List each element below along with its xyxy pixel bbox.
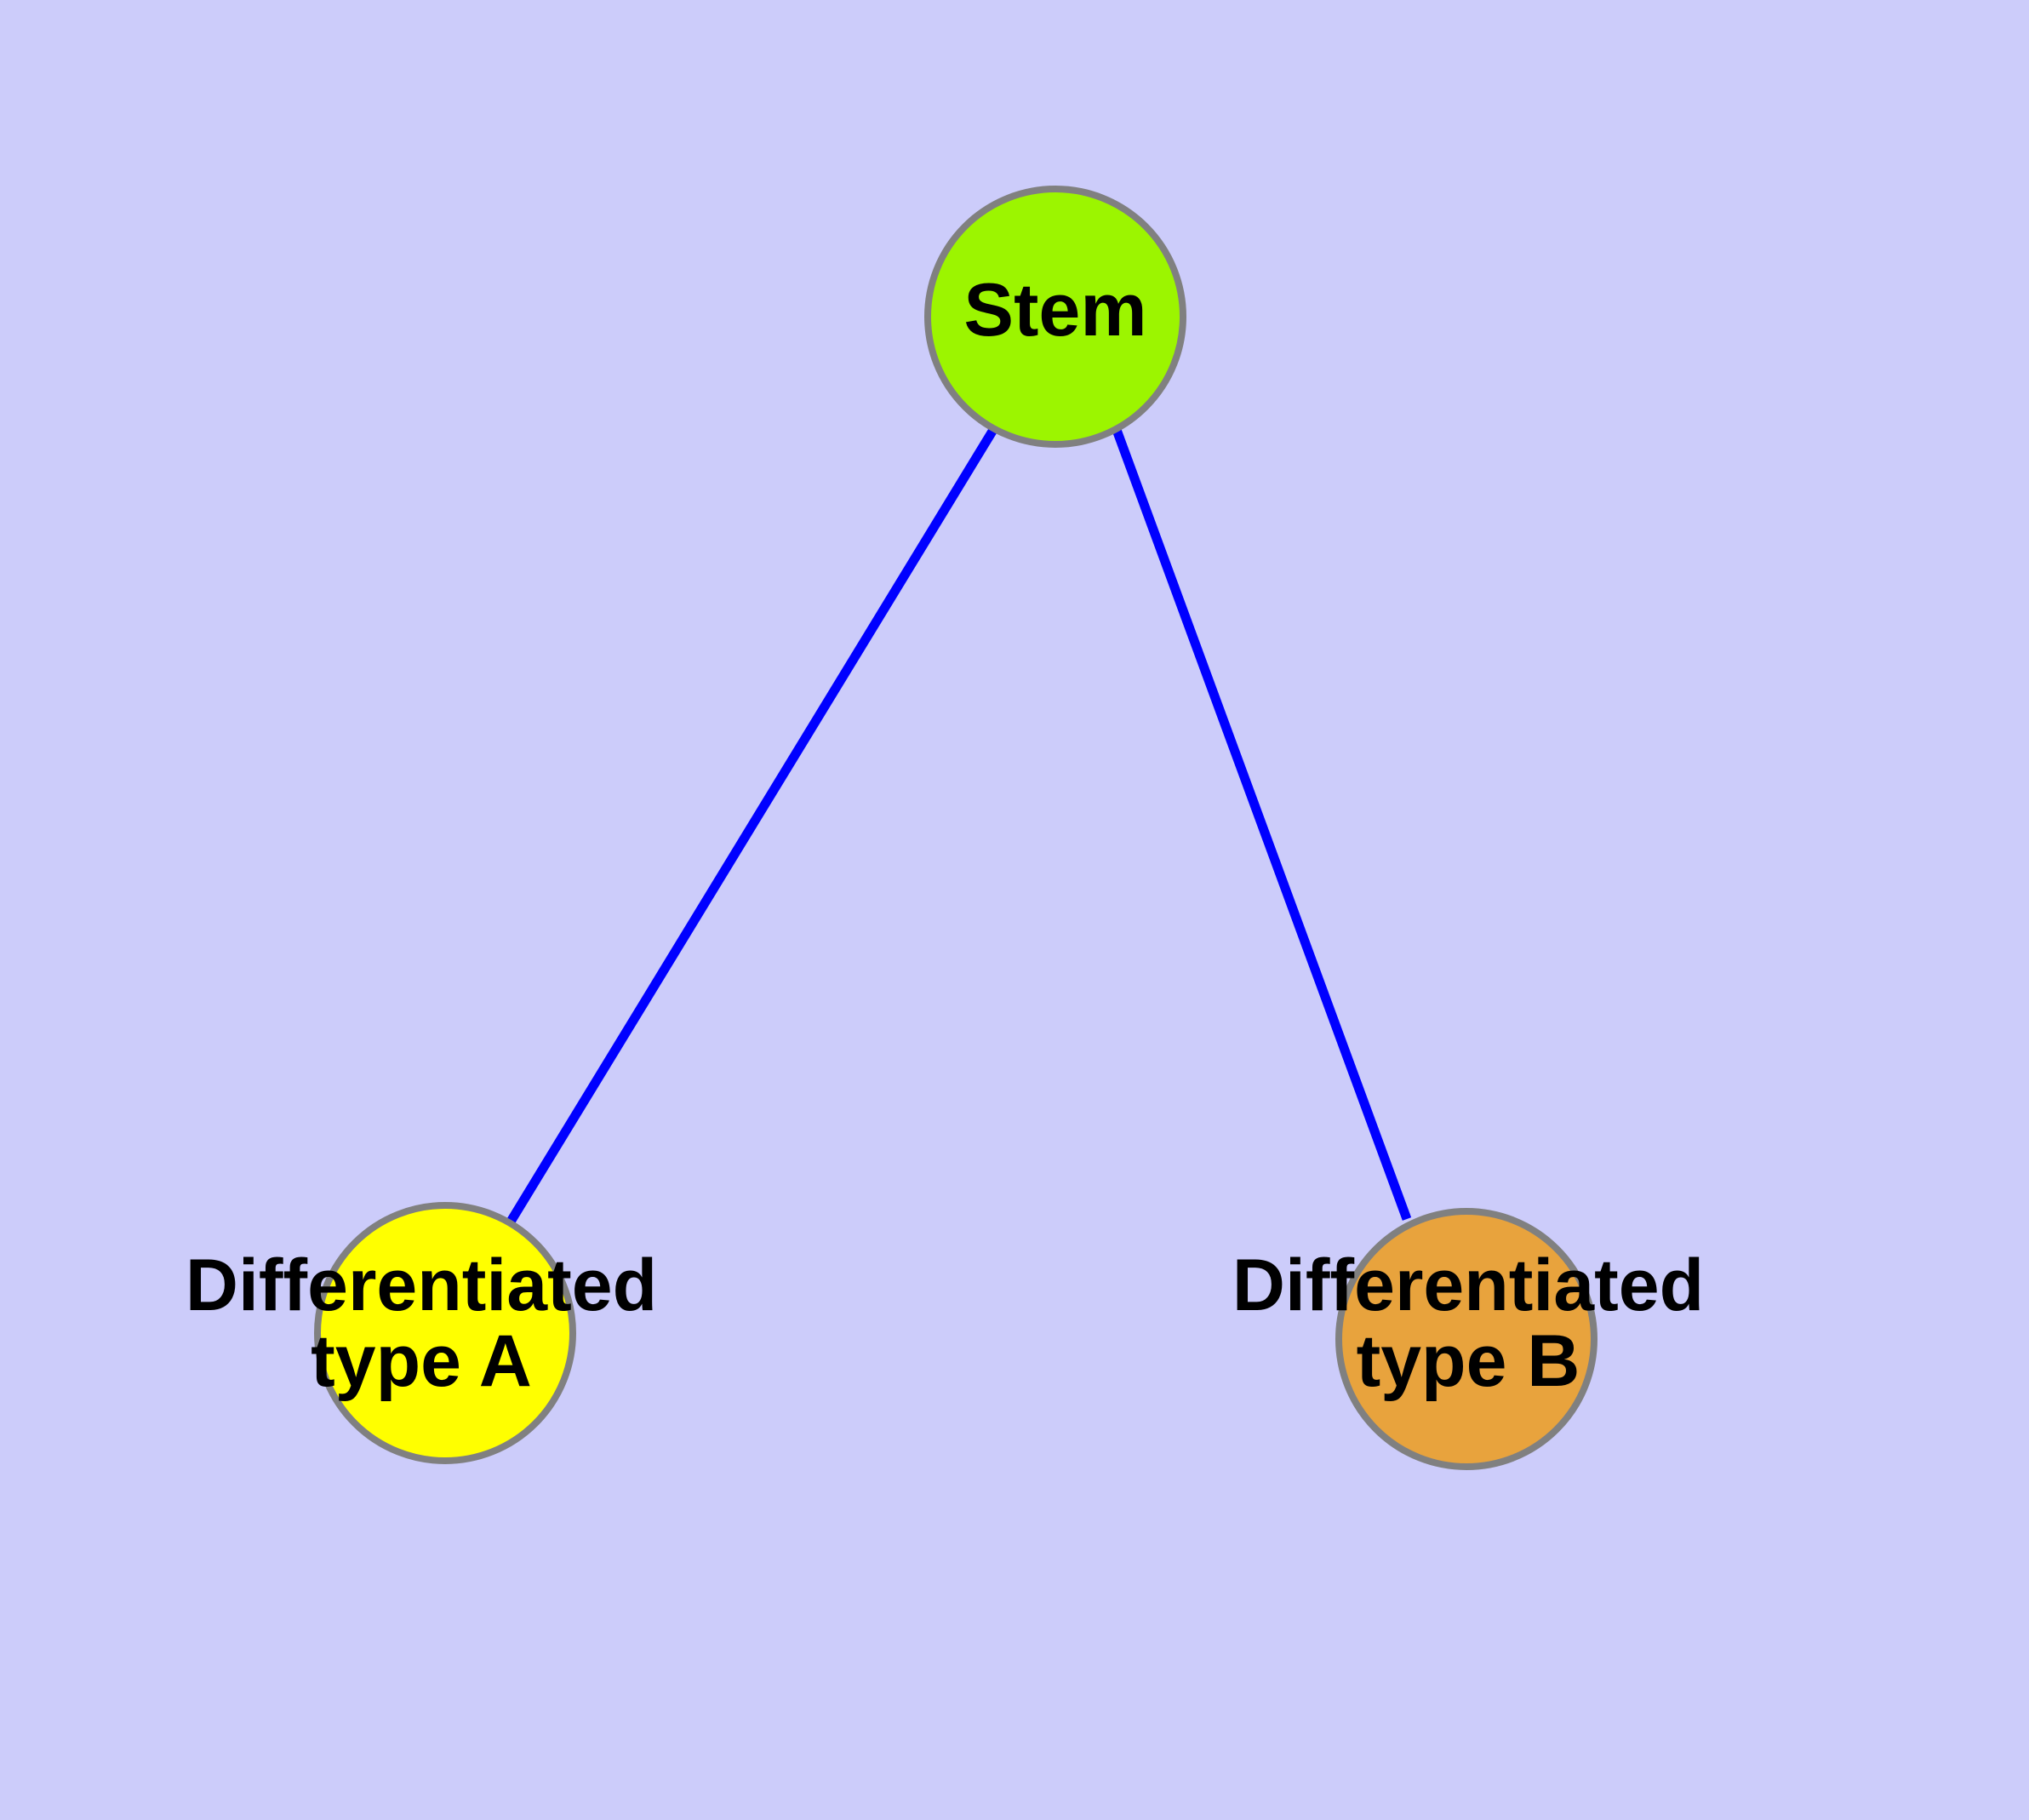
- node-differentiated-type-b[interactable]: [1335, 1208, 1597, 1470]
- node-layer: [314, 186, 1597, 1470]
- node-stem[interactable]: [924, 186, 1186, 448]
- edge-stem-to-type-a[interactable]: [506, 427, 997, 1224]
- node-differentiated-type-a[interactable]: [314, 1202, 576, 1464]
- edge-layer: [506, 427, 1412, 1224]
- edge-stem-to-type-b[interactable]: [1112, 428, 1412, 1221]
